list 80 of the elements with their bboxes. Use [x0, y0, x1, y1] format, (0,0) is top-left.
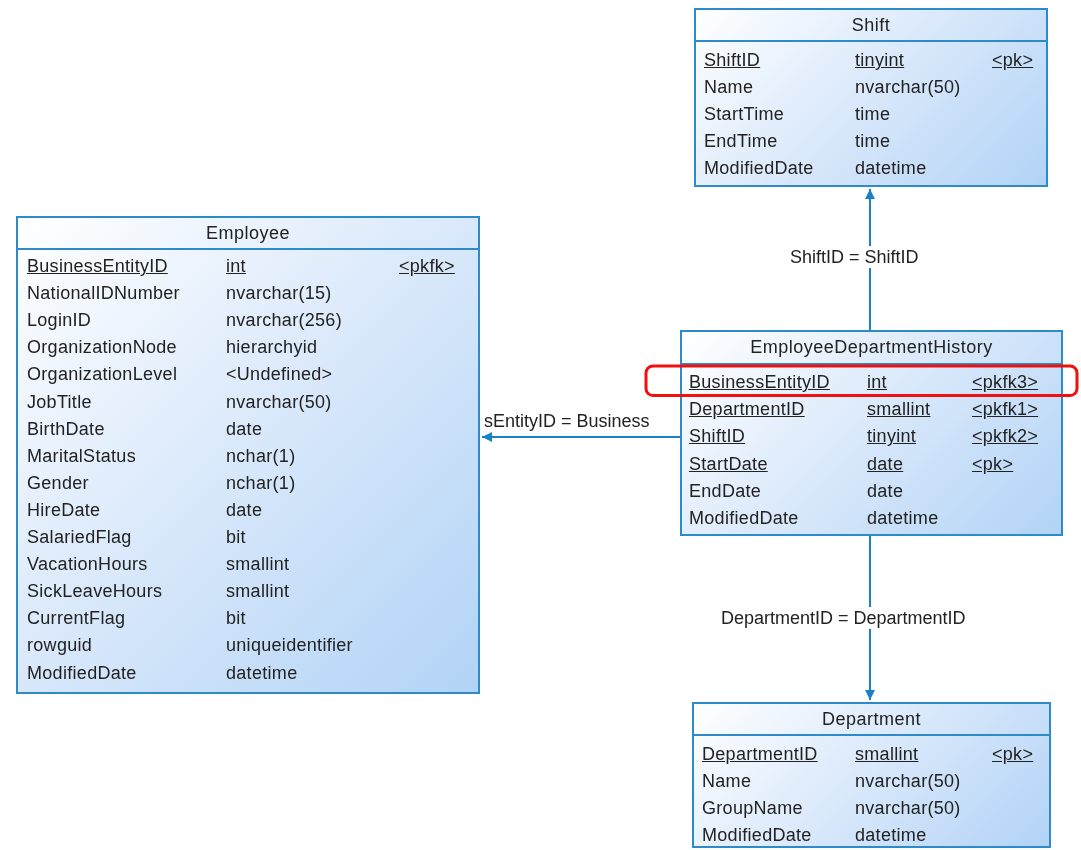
- column-name: JobTitle: [27, 391, 92, 412]
- column-name: StartTime: [704, 104, 785, 124]
- column-name: OrganizationNode: [27, 337, 177, 358]
- table-entity: [694, 8, 1048, 187]
- column-name: ShiftID: [704, 50, 761, 70]
- column-name: MaritalStatus: [27, 445, 136, 466]
- column-name: StartDate: [689, 453, 768, 474]
- data-type: smallint: [867, 399, 931, 420]
- table-entity: [692, 702, 1051, 848]
- column-name: VacationHours: [27, 554, 148, 575]
- column-name: CurrentFlag: [27, 608, 126, 629]
- data-type: smallint: [855, 744, 919, 764]
- column-name: SalariedFlag: [27, 527, 132, 547]
- column-name: BusinessEntityID: [27, 256, 168, 276]
- key-marker: <pk>: [972, 453, 1014, 474]
- data-type: smallint: [226, 581, 290, 602]
- column-name: rowguid: [27, 635, 93, 656]
- column-name: ShiftID: [689, 426, 746, 447]
- data-type: nvarchar(50): [226, 391, 332, 412]
- data-type: nchar(1): [226, 472, 296, 493]
- data-type: time: [855, 131, 891, 151]
- column-name: NationalIDNumber: [27, 283, 180, 304]
- column-name: OrganizationLevel: [27, 364, 178, 385]
- edge-label: ShiftID = ShiftID: [788, 246, 921, 268]
- data-type: bit: [226, 608, 246, 629]
- data-type: date: [867, 480, 904, 501]
- column-name: BirthDate: [27, 418, 105, 439]
- data-type: time: [855, 104, 891, 124]
- data-type: datetime: [226, 662, 298, 683]
- data-type: tinyint: [867, 426, 917, 447]
- key-marker: <pkfk1>: [972, 399, 1039, 420]
- key-marker: <pk>: [992, 744, 1034, 764]
- relationship-arrow: [481, 432, 681, 442]
- data-type: nvarchar(256): [226, 310, 342, 331]
- key-marker: <pkfk3>: [972, 372, 1039, 392]
- data-type: nvarchar(50): [855, 798, 961, 818]
- table-name: Department: [694, 704, 1049, 736]
- data-type: smallint: [226, 554, 290, 575]
- column-name: ModifiedDate: [702, 825, 812, 845]
- data-type: datetime: [855, 825, 927, 845]
- data-type: bit: [226, 527, 246, 547]
- data-type: tinyint: [855, 50, 905, 70]
- data-type: <Undefined>: [226, 364, 333, 385]
- data-type: datetime: [855, 158, 927, 178]
- column-name: Gender: [27, 472, 89, 493]
- data-type: int: [226, 256, 246, 276]
- column-name: Name: [704, 77, 754, 97]
- data-type: nvarchar(15): [226, 283, 332, 304]
- key-marker: <pkfk2>: [972, 426, 1039, 447]
- edge-label: DepartmentID = DepartmentID: [719, 607, 968, 629]
- key-marker: <pk>: [992, 50, 1034, 70]
- table-name: EmployeeDepartmentHistory: [682, 332, 1061, 365]
- column-name: DepartmentID: [702, 744, 818, 764]
- key-marker: <pkfk>: [399, 256, 455, 276]
- column-name: EndDate: [689, 480, 762, 501]
- data-type: uniqueidentifier: [226, 635, 353, 656]
- data-type: datetime: [867, 508, 939, 528]
- data-type: int: [867, 372, 887, 392]
- column-name: EndTime: [704, 131, 778, 151]
- table-entity: [16, 216, 480, 694]
- column-name: LoginID: [27, 310, 92, 331]
- column-name: ModifiedDate: [704, 158, 814, 178]
- column-name: ModifiedDate: [689, 508, 799, 528]
- table-name: Shift: [696, 10, 1046, 42]
- data-type: date: [867, 453, 904, 474]
- column-name: HireDate: [27, 499, 101, 520]
- data-type: date: [226, 418, 263, 439]
- table-entity: [680, 330, 1063, 536]
- data-type: hierarchyid: [226, 337, 318, 358]
- column-name: Name: [702, 771, 752, 791]
- data-type: nchar(1): [226, 445, 296, 466]
- table-name: Employee: [18, 218, 478, 250]
- data-type: nvarchar(50): [855, 77, 961, 97]
- column-name: ModifiedDate: [27, 662, 137, 683]
- column-name: DepartmentID: [689, 399, 805, 420]
- data-type: date: [226, 499, 263, 520]
- column-name: GroupName: [702, 798, 803, 818]
- column-name: BusinessEntityID: [689, 372, 830, 392]
- data-type: nvarchar(50): [855, 771, 961, 791]
- column-name: SickLeaveHours: [27, 581, 163, 602]
